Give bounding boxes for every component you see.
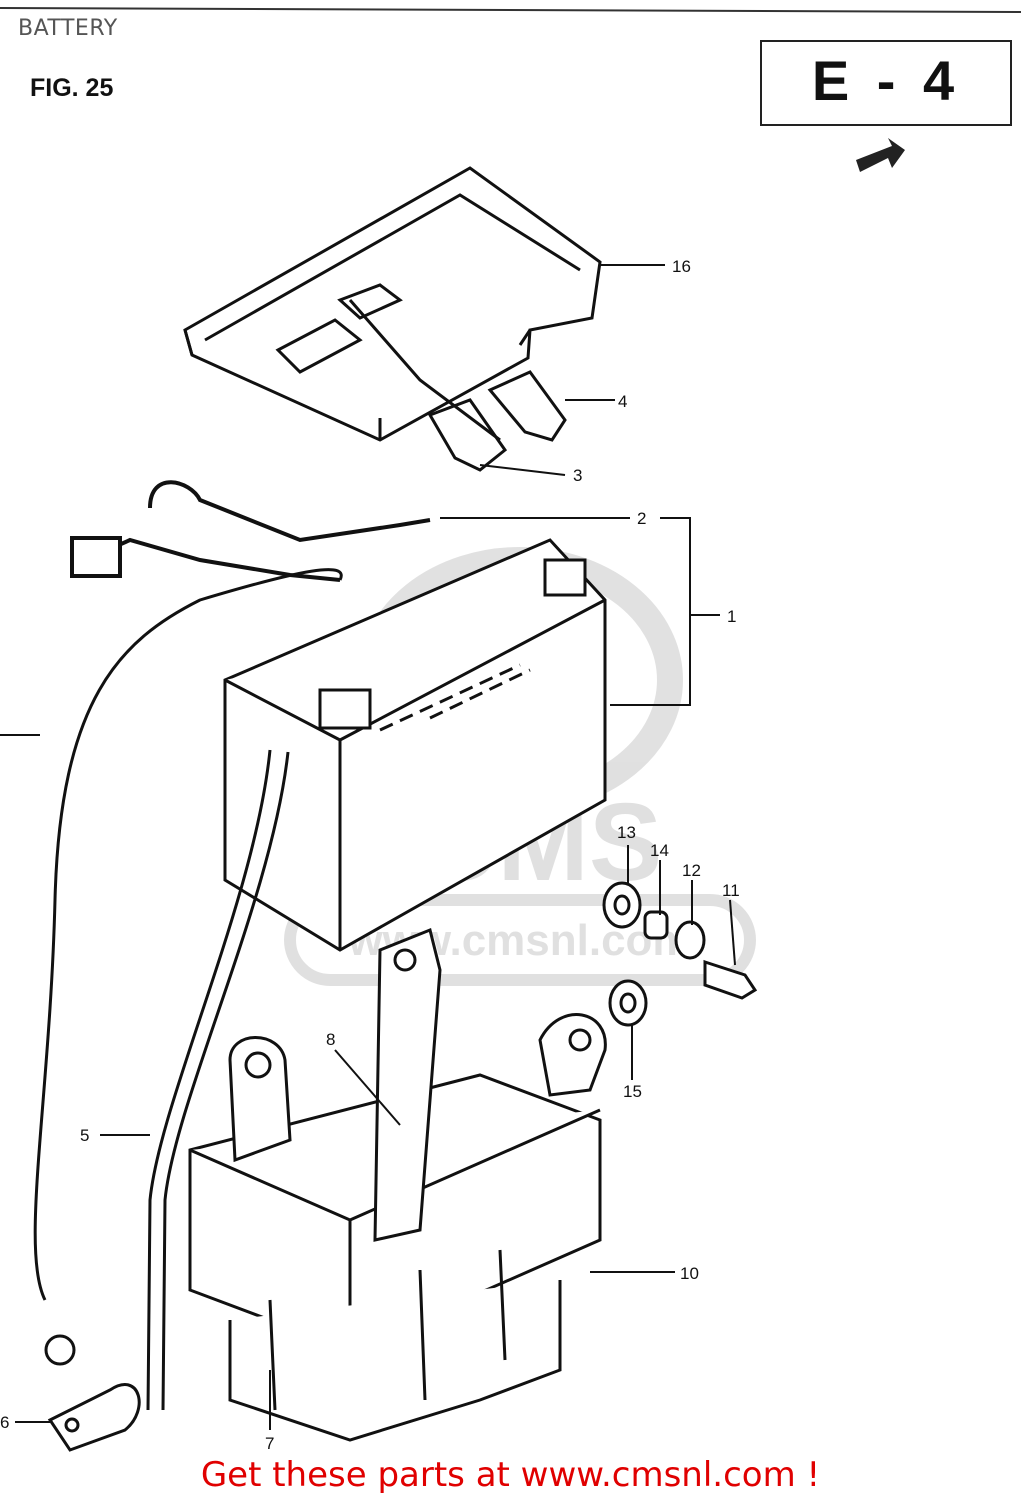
callout-13: 13	[617, 823, 636, 842]
footer-link[interactable]: Get these parts at www.cmsnl.com !	[200, 1455, 821, 1495]
callout-4: 4	[618, 392, 627, 411]
cable-clamp	[47, 1383, 141, 1452]
callout-labels: 16 4 3 2 1 13 14 12 11 15 8 5 10 7 6	[0, 257, 740, 1453]
callout-10: 10	[680, 1264, 699, 1283]
callout-3: 3	[573, 466, 582, 485]
section-code-box: E - 4	[760, 40, 1012, 126]
callout-12: 12	[682, 861, 701, 880]
mounting-hardware	[602, 881, 758, 1027]
battery	[223, 538, 607, 952]
battery-strap	[348, 299, 567, 472]
callout-7: 7	[265, 1434, 274, 1453]
page-title: BATTERY	[18, 16, 118, 41]
callout-2: 2	[637, 509, 646, 528]
section-code: E - 4	[811, 49, 961, 112]
ground-cable	[33, 568, 343, 1366]
callout-14: 14	[650, 841, 669, 860]
callout-8: 8	[326, 1030, 335, 1049]
callout-6: 6	[0, 1413, 9, 1432]
figure-label: FIG. 25	[30, 74, 114, 102]
wire-harness	[70, 480, 431, 582]
battery-cover	[183, 166, 602, 442]
leader-lines	[0, 264, 736, 1430]
callout-16: 16	[672, 257, 691, 276]
callout-15: 15	[623, 1082, 642, 1101]
battery-case	[188, 927, 607, 1442]
callout-5: 5	[80, 1126, 89, 1145]
breather-tube	[146, 749, 290, 1411]
callout-11: 11	[722, 881, 740, 900]
front-arrow-icon	[856, 138, 905, 172]
callout-1: 1	[727, 607, 736, 626]
